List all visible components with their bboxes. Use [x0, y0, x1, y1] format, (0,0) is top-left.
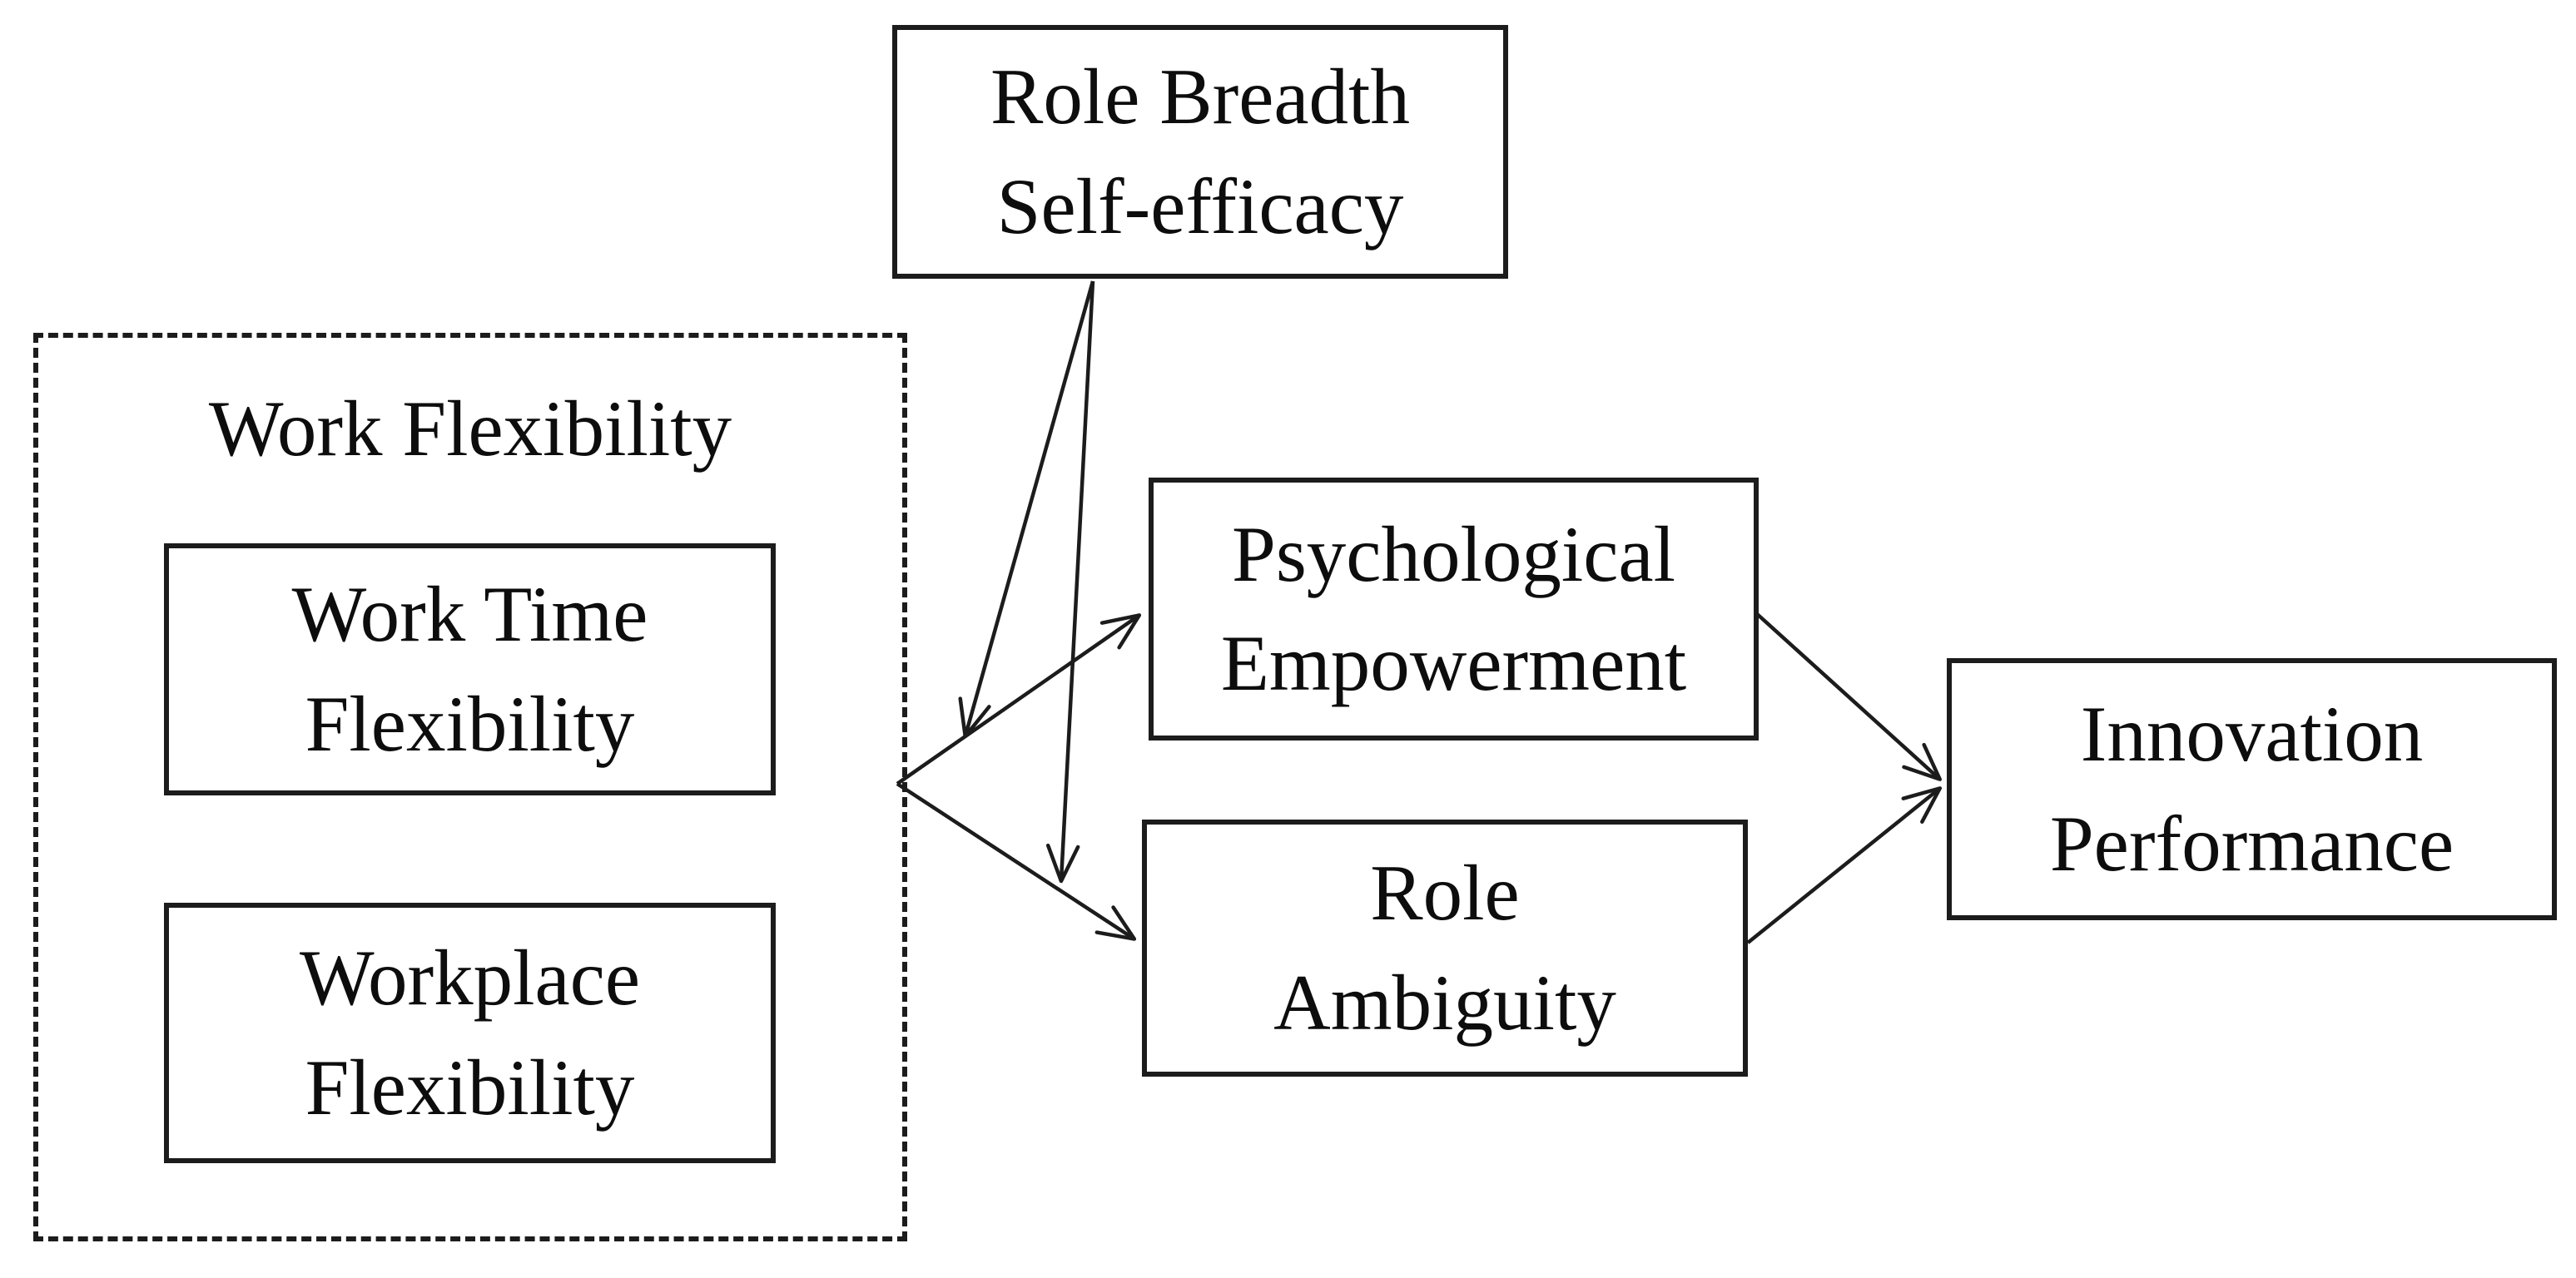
node-workplace-flexibility: Workplace Flexibility — [164, 903, 776, 1163]
edge-workflexibility-to-psychologicalempowerment — [896, 613, 1142, 785]
node-innovation-performance: Innovation Performance — [1947, 658, 2557, 920]
edge-rolebreadth-moderates-wf-pe-path — [958, 280, 1095, 739]
node-work-time-flexibility: Work Time Flexibility — [164, 543, 776, 795]
edge-workflexibility-to-roleambiguity — [896, 782, 1137, 941]
node-role-ambiguity: Role Ambiguity — [1142, 820, 1748, 1077]
edge-rolebreadth-moderates-wf-ra-path — [1045, 280, 1095, 884]
group-work-flexibility-title: Work Flexibility — [208, 384, 732, 473]
node-role-breadth-self-efficacy: Role Breadth Self-efficacy — [892, 25, 1508, 279]
edge-psychologicalempowerment-to-innovationperformance — [1755, 612, 1942, 781]
node-psychological-empowerment: Psychological Empowerment — [1149, 478, 1759, 741]
edge-roleambiguity-to-innovationperformance — [1746, 786, 1943, 944]
